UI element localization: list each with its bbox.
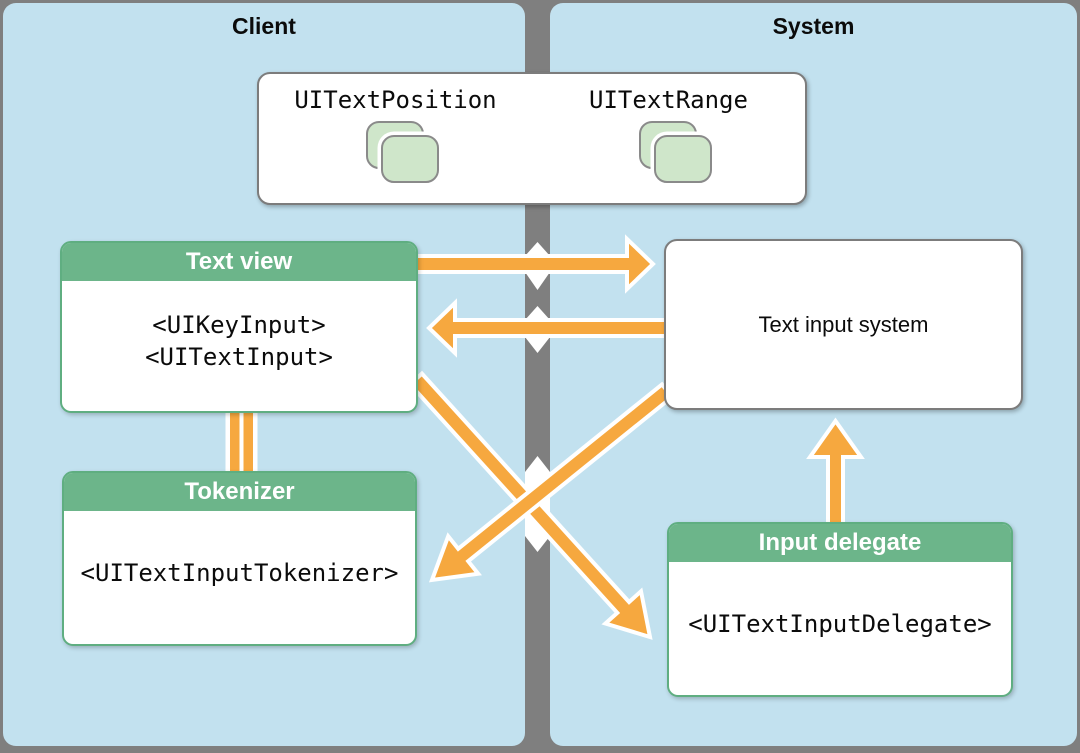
input-delegate-protocols: <UITextInputDelegate> <box>669 562 1011 695</box>
input-delegate-title: Input delegate <box>669 524 1011 562</box>
text-view-title: Text view <box>62 243 416 281</box>
protocol-uitextinputdelegate: <UITextInputDelegate> <box>688 609 992 638</box>
double-line-text-view-to-tokenizer <box>225 410 258 473</box>
stacked-cards-icon <box>366 121 439 185</box>
arrow-text-input-system-to-tokenizer <box>428 381 675 583</box>
card-front <box>654 135 712 183</box>
card-front <box>381 135 439 183</box>
client-panel-title: Client <box>232 13 296 39</box>
tokenizer-title: Tokenizer <box>64 473 415 511</box>
protocol-uikeyinput: <UIKeyInput> <box>152 311 326 339</box>
tokenizer-protocols: <UITextInputTokenizer> <box>64 511 415 644</box>
text-input-system-box: Text input system <box>664 239 1023 410</box>
uitextrange-item: UITextRange <box>532 74 805 203</box>
stacked-cards-icon <box>639 121 712 185</box>
arrow-input-delegate-to-text-input-system <box>806 417 865 528</box>
arrow-text-input-system-to-text-view <box>426 298 669 358</box>
input-delegate-box: Input delegate <UITextInputDelegate> <box>667 522 1013 697</box>
tokenizer-box: Tokenizer <UITextInputTokenizer> <box>62 471 417 646</box>
arrow-text-view-to-text-input-system <box>414 234 656 294</box>
protocol-uitextinput: <UITextInput> <box>145 343 333 371</box>
text-view-protocols: <UIKeyInput> <UITextInput> <box>62 281 416 411</box>
text-object-classes-box: UITextPosition UITextRange <box>257 72 807 205</box>
uitextposition-label: UITextPosition <box>294 86 497 114</box>
uitextrange-label: UITextRange <box>589 86 748 114</box>
text-input-system-label: Text input system <box>758 311 929 337</box>
protocol-uitextinputtokenizer: <UITextInputTokenizer> <box>80 558 399 587</box>
text-view-box: Text view <UIKeyInput> <UITextInput> <box>60 241 418 413</box>
system-panel-title: System <box>772 13 855 39</box>
uitextposition-item: UITextPosition <box>259 74 532 203</box>
